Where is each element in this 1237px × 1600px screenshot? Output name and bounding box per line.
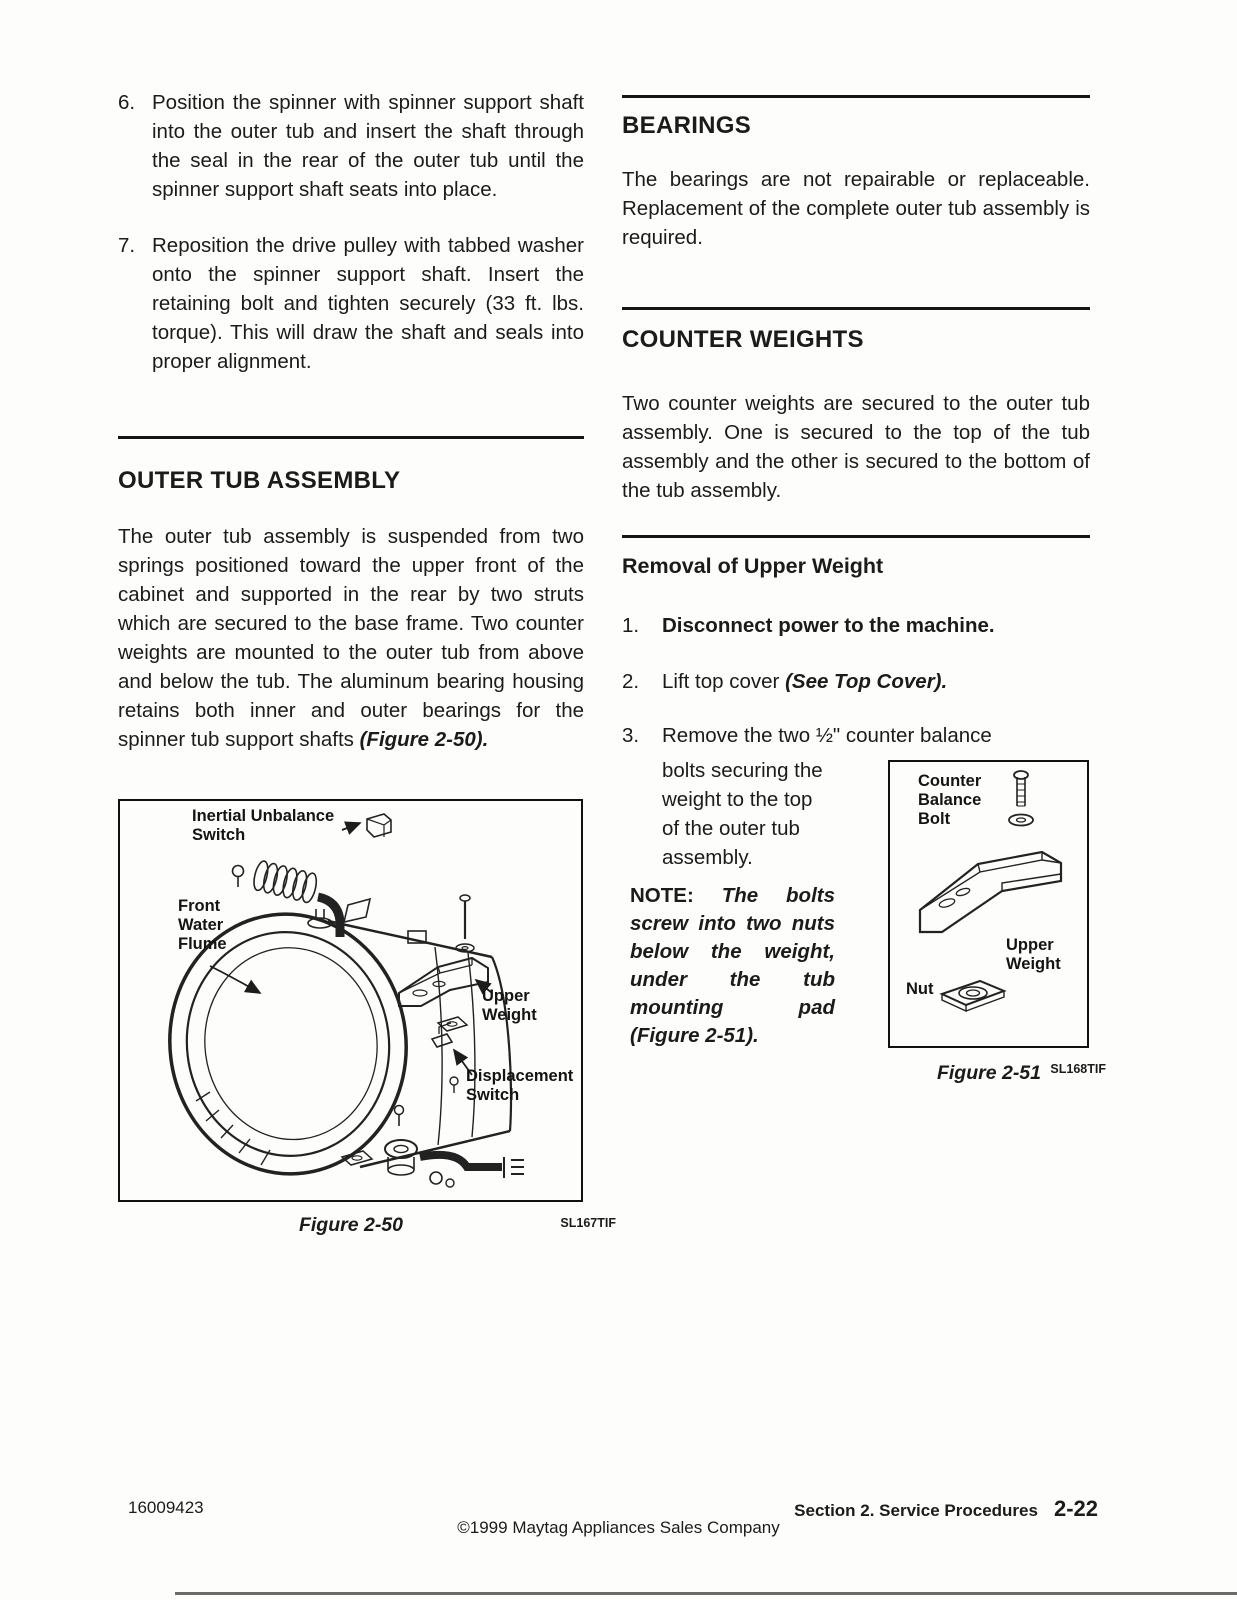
figure-code: SL167TIF (560, 1216, 616, 1230)
step-text-plain: Lift top cover (662, 670, 786, 693)
step-text: Disconnect power to the machine. (662, 614, 995, 637)
figure-caption: Figure 2-50 (298, 1214, 404, 1236)
drain-assembly (340, 1139, 524, 1188)
step-number: 7. (118, 234, 136, 257)
numbered-step-6: 6. Position the spinner with spinner sup… (118, 88, 584, 204)
figure-2-51: Counter Balance Bolt Upper Weight Nut (888, 760, 1089, 1048)
step-number: 1. (622, 614, 640, 637)
displacement-switch-part (430, 1022, 459, 1093)
step-number: 6. (118, 91, 136, 114)
step-text: Lift top cover (See Top Cover). (662, 667, 1090, 696)
bearings-paragraph: The bearings are not repairable or repla… (622, 168, 1090, 249)
label-displacement-switch: Displacement Switch (466, 1067, 574, 1104)
figure-2-51-column: Counter Balance Bolt Upper Weight Nut SL… (888, 756, 1106, 1085)
note-text: The bolts screw into two nuts below the … (630, 884, 835, 1047)
section-rule (622, 95, 1090, 98)
figure-2-50-meta: SL167TIF Figure 2-50 (118, 1214, 616, 1264)
numbered-step-3: 3. Remove the two ½" counter balance (622, 721, 1090, 750)
step-number: 2. (622, 670, 640, 693)
screw (393, 1104, 405, 1116)
section-heading-bearings: BEARINGS (622, 112, 752, 139)
inertial-switch-part (366, 813, 392, 838)
document-number: 16009423 (128, 1498, 204, 1517)
small-bolt (231, 864, 245, 878)
numbered-step-1: 1. Disconnect power to the machine. (622, 611, 1090, 640)
subheading-removal-upper-weight: Removal of Upper Weight (622, 554, 884, 578)
tub-ring (168, 912, 408, 1176)
step-number: 3. (622, 724, 640, 747)
mount-pad-upper (436, 1016, 469, 1032)
section-heading-outer-tub: OUTER TUB ASSEMBLY (118, 467, 401, 494)
nut-part (939, 979, 1007, 1013)
step3-continuation: bolts securing the weight to the top of … (662, 759, 823, 869)
left-column: 6. Position the spinner with spinner sup… (118, 88, 616, 1264)
figure-code: SL168TIF (1050, 1062, 1106, 1076)
label-upper-weight: Upper Weight (482, 987, 537, 1024)
section-heading-counter-weights: COUNTER WEIGHTS (622, 326, 864, 353)
label-counter-balance-bolt: Counter Balance Bolt (918, 772, 982, 828)
numbered-step-2: 2. Lift top cover (See Top Cover). (622, 667, 1090, 696)
counter-weights-paragraph: Two counter weights are secured to the o… (622, 392, 1090, 502)
right-column: BEARINGS The bearings are not repairable… (622, 88, 1106, 1085)
footer-right: Section 2. Service Procedures 2-22 (794, 1496, 1098, 1522)
outer-tub-assembly-drawing (168, 813, 524, 1188)
upper-weight-drawing (918, 770, 1063, 1013)
tub-body (327, 919, 513, 1169)
step-text-reference: (See Top Cover). (785, 670, 948, 693)
outer-tub-body-text: The outer tub assembly is suspended from… (118, 525, 584, 751)
note-block: NOTE: The bolts screw into two nuts belo… (630, 882, 835, 1050)
upper-weight-part (918, 850, 1063, 934)
label-arrows (209, 821, 493, 1076)
label-upper-weight: Upper Weight (1006, 936, 1061, 973)
section-rule (118, 436, 584, 439)
counter-balance-bolt-part (1008, 770, 1034, 827)
numbered-step-7: 7. Reposition the drive pulley with tabb… (118, 231, 584, 376)
rim-hatching (195, 1091, 271, 1166)
copyright-line: ©1999 Maytag Appliances Sales Company (457, 1518, 780, 1537)
section-rule (622, 535, 1090, 538)
weight-bolt (455, 894, 475, 953)
label-inertial-unbalance-switch: Inertial Unbalance Switch (192, 807, 335, 844)
page-number: 2-22 (1053, 1496, 1098, 1521)
step-text: Position the spinner with spinner suppor… (152, 91, 584, 201)
upper-weight-part (398, 956, 489, 1007)
figure-caption: Figure 2-51 (936, 1062, 1042, 1084)
note-label: NOTE: (630, 884, 694, 907)
label-nut: Nut (906, 980, 934, 998)
outer-tub-paragraph: The outer tub assembly is suspended from… (118, 522, 584, 754)
flume-fitting (307, 909, 333, 929)
water-hose-coil (253, 860, 372, 937)
figure-2-50: Inertial Unbalance Switch Front Water Fl… (118, 799, 583, 1202)
scan-edge-artifact (175, 1592, 1237, 1595)
section-label: Section 2. Service Procedures (794, 1501, 1038, 1520)
figure-reference: (Figure 2-50). (359, 728, 489, 751)
step-text: Remove the two ½" counter balance (662, 724, 992, 747)
step3-wrap-region: bolts securing the weight to the top of … (622, 756, 1106, 1085)
label-front-water-flume: Front Water Flume (178, 897, 227, 953)
figure-2-51-meta: SL168TIF Figure 2-51 (888, 1062, 1106, 1085)
step-text: Reposition the drive pulley with tabbed … (152, 234, 584, 373)
section-rule (622, 307, 1090, 310)
wrap-text-column: bolts securing the weight to the top of … (622, 756, 872, 1085)
